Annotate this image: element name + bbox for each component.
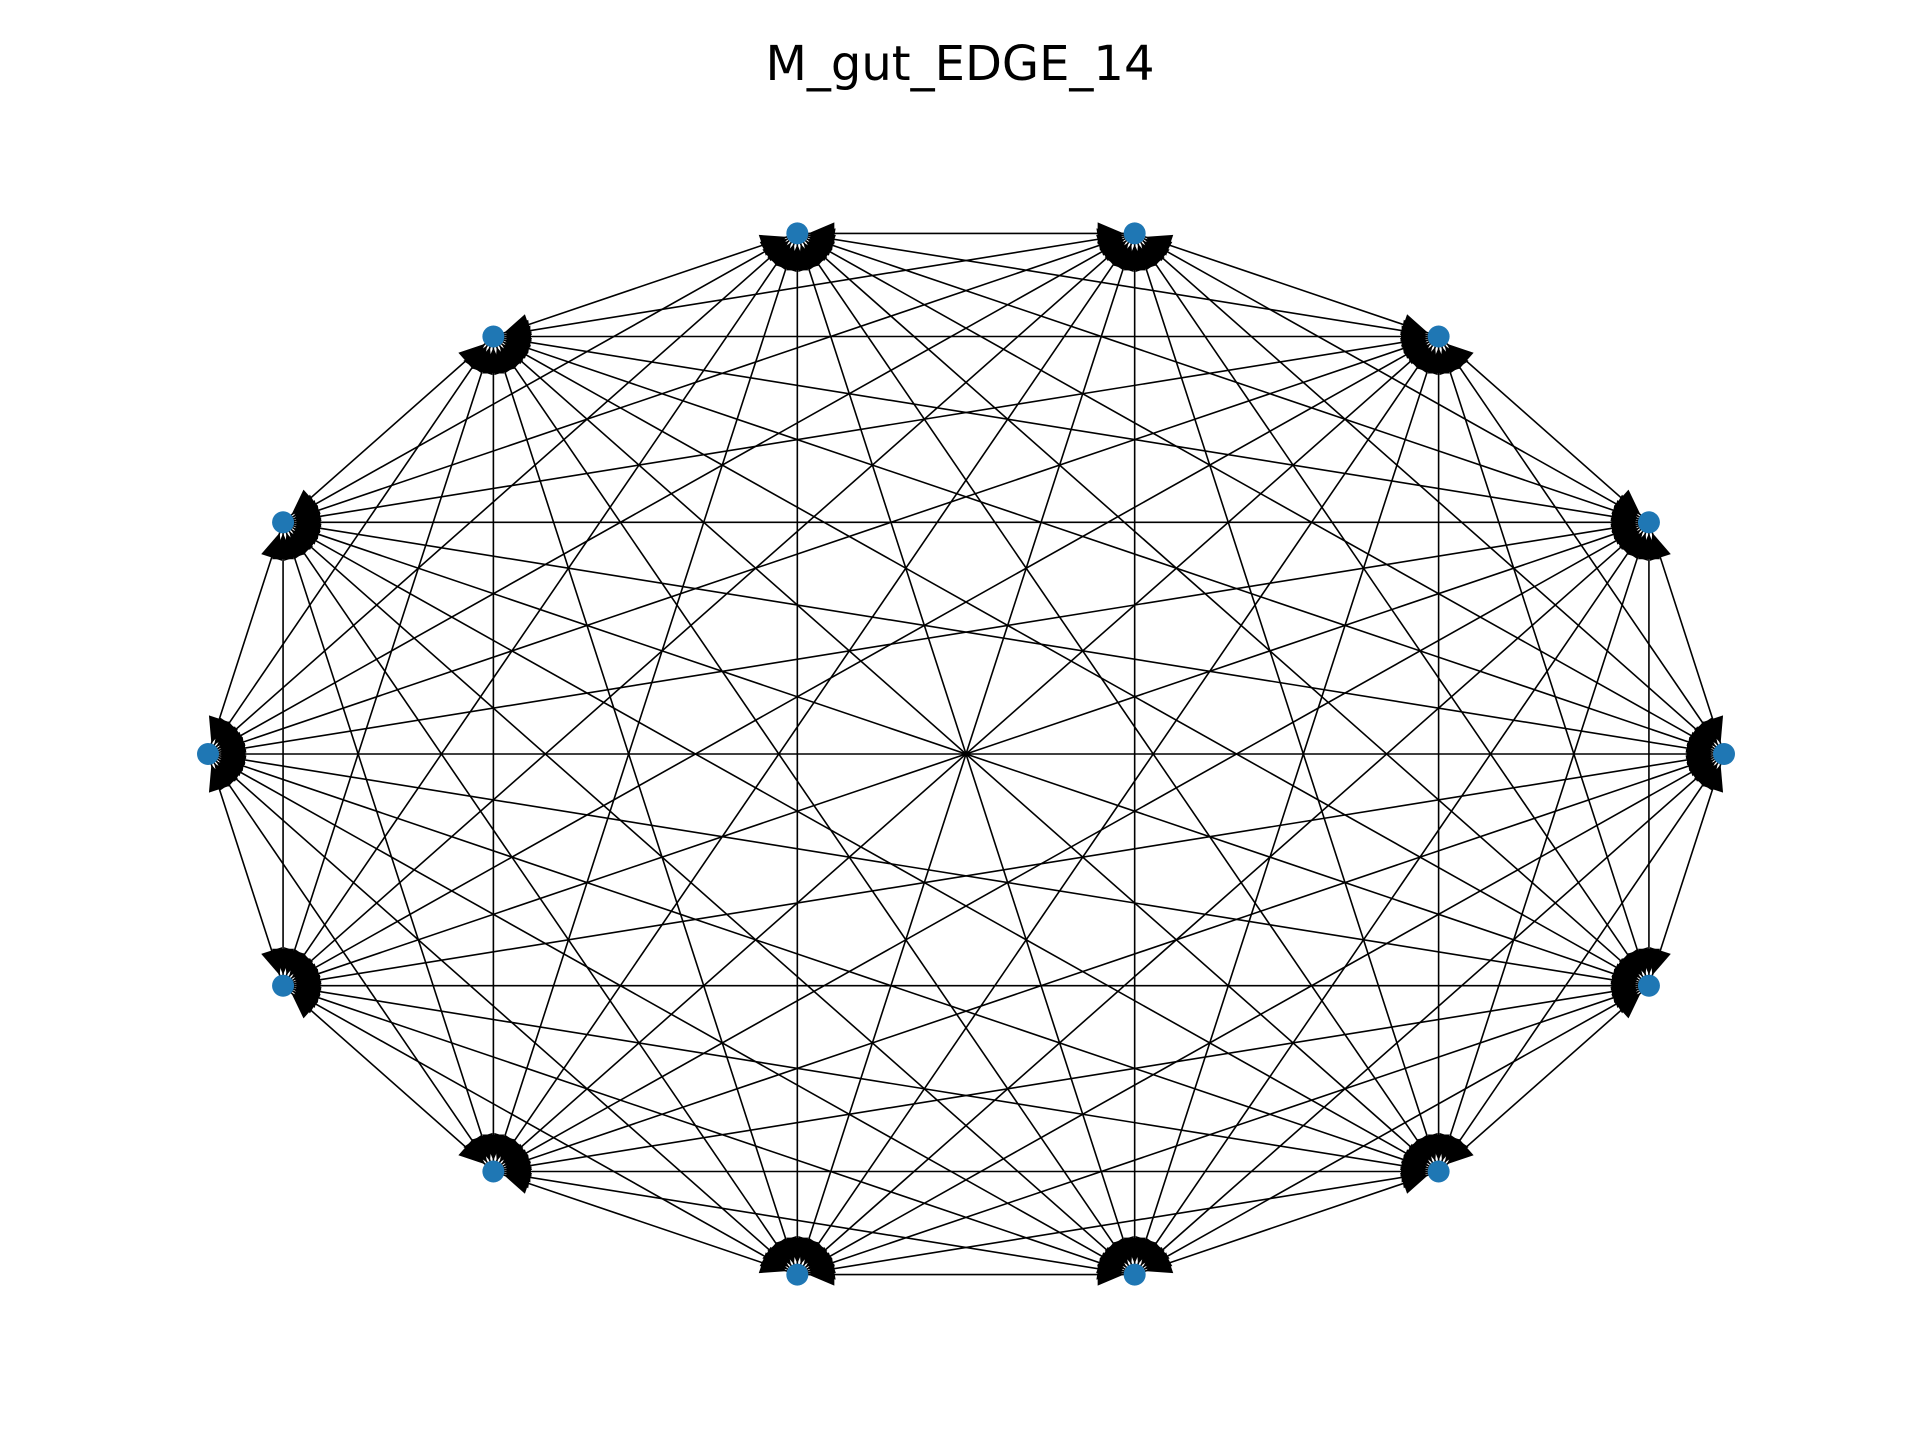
edge-2-13 bbox=[1437, 336, 1650, 986]
edge-0-1 bbox=[1648, 522, 1725, 755]
edge-5-6 bbox=[282, 335, 494, 523]
arrowhead-13-to-3 bbox=[1140, 242, 1165, 271]
edge-6-12 bbox=[282, 521, 1440, 1173]
arrowhead-13-to-9 bbox=[504, 1154, 532, 1177]
edge-7-9 bbox=[207, 753, 495, 1172]
edge-0-3 bbox=[1134, 232, 1725, 755]
arrowheads-layer bbox=[208, 222, 1724, 1286]
edge-9-10 bbox=[493, 1170, 798, 1276]
arrowhead-4-to-5 bbox=[503, 314, 532, 336]
edge-6-13 bbox=[282, 521, 1650, 987]
graph-node-11 bbox=[1123, 1263, 1146, 1286]
arrowhead-13-to-0 bbox=[1702, 764, 1724, 793]
edge-1-12 bbox=[1437, 522, 1650, 1172]
edge-8-9 bbox=[282, 985, 494, 1173]
edge-1-10 bbox=[796, 521, 1650, 1276]
arrowhead-13-to-10 bbox=[807, 1252, 836, 1274]
graph-node-4 bbox=[786, 222, 809, 245]
arrowhead-3-to-4 bbox=[808, 222, 835, 245]
edge-12-13 bbox=[1438, 985, 1650, 1173]
arrowhead-13-to-11 bbox=[1144, 1246, 1173, 1270]
arrowhead-6-to-7 bbox=[208, 715, 230, 744]
edge-4-7 bbox=[207, 232, 798, 755]
graph-node-8 bbox=[272, 974, 295, 997]
edge-3-13 bbox=[1134, 232, 1650, 987]
edge-8-12 bbox=[282, 984, 1439, 1173]
edge-9-11 bbox=[493, 1170, 1135, 1276]
edge-7-13 bbox=[207, 753, 1650, 987]
arrowhead-13-to-8 bbox=[294, 974, 321, 997]
edge-3-6 bbox=[282, 232, 1135, 524]
arrowhead-13-to-7 bbox=[218, 749, 247, 771]
edge-5-10 bbox=[492, 336, 799, 1275]
arrowhead-12-to-13 bbox=[1613, 992, 1641, 1019]
edge-4-12 bbox=[796, 232, 1440, 1172]
figure-title: M_gut_EDGE_14 bbox=[765, 36, 1155, 92]
edge-1-2 bbox=[1438, 335, 1650, 523]
edge-10-12 bbox=[797, 1170, 1439, 1276]
edge-5-13 bbox=[492, 335, 1650, 987]
graph-node-13 bbox=[1637, 974, 1660, 997]
edge-5-11 bbox=[492, 336, 1136, 1276]
edge-2-11 bbox=[1133, 336, 1440, 1275]
graph-node-0 bbox=[1713, 743, 1735, 765]
arrowhead-13-to-5 bbox=[502, 341, 532, 365]
graph-node-10 bbox=[786, 1263, 809, 1286]
edge-11-12 bbox=[1134, 1170, 1439, 1276]
graph-node-9 bbox=[482, 1160, 505, 1183]
edge-7-8 bbox=[207, 753, 284, 986]
arrowhead-13-to-6 bbox=[293, 523, 322, 545]
edge-6-11 bbox=[282, 521, 1136, 1276]
arrowhead-9-to-10 bbox=[758, 1252, 787, 1274]
graph-node-1 bbox=[1637, 511, 1660, 534]
edge-6-10 bbox=[282, 521, 798, 1276]
graph-node-12 bbox=[1427, 1160, 1450, 1183]
edge-4-9 bbox=[492, 233, 799, 1172]
edge-0-11 bbox=[1134, 753, 1725, 1276]
edge-9-13 bbox=[493, 984, 1650, 1173]
graph-node-5 bbox=[482, 325, 505, 348]
arrowhead-7-to-8 bbox=[261, 947, 283, 976]
edge-2-3 bbox=[1134, 232, 1439, 338]
edge-3-8 bbox=[282, 232, 1136, 987]
graph-node-6 bbox=[272, 511, 295, 534]
edge-0-9 bbox=[493, 753, 1725, 1173]
edge-7-11 bbox=[207, 753, 1136, 1276]
graph-node-7 bbox=[197, 743, 219, 765]
edge-1-4 bbox=[797, 232, 1650, 524]
edge-4-13 bbox=[796, 232, 1650, 987]
arrowhead-13-to-1 bbox=[1637, 533, 1660, 560]
graph-node-2 bbox=[1427, 325, 1450, 348]
edge-8-11 bbox=[282, 984, 1135, 1276]
arrowhead-13-to-4 bbox=[805, 240, 833, 267]
arrowhead-13-to-2 bbox=[1439, 346, 1461, 376]
edge-5-8 bbox=[282, 336, 495, 986]
arrowhead-11-to-12 bbox=[1400, 1172, 1429, 1194]
edge-7-10 bbox=[207, 753, 798, 1276]
edge-0-5 bbox=[493, 335, 1725, 755]
edge-3-12 bbox=[1133, 233, 1440, 1172]
edges-layer bbox=[207, 232, 1725, 1276]
nodes-layer bbox=[197, 222, 1735, 1286]
graph-node-3 bbox=[1123, 222, 1146, 245]
edge-0-13 bbox=[1648, 753, 1725, 986]
edge-10-13 bbox=[797, 984, 1650, 1276]
edge-6-7 bbox=[207, 522, 284, 755]
edge-2-7 bbox=[207, 335, 1439, 755]
arrowhead-1-to-2 bbox=[1446, 343, 1474, 370]
arrowhead-2-to-3 bbox=[1145, 234, 1174, 256]
arrowhead-13-to-12 bbox=[1446, 1138, 1474, 1165]
edge-4-5 bbox=[493, 232, 798, 338]
edge-8-10 bbox=[282, 984, 798, 1276]
edge-11-13 bbox=[1134, 984, 1650, 1276]
arrowhead-8-to-9 bbox=[458, 1138, 486, 1165]
arrowhead-10-to-11 bbox=[1097, 1263, 1124, 1286]
arrowhead-5-to-6 bbox=[291, 489, 319, 516]
edge-6-9 bbox=[282, 522, 495, 1172]
edge-7-12 bbox=[207, 753, 1439, 1173]
